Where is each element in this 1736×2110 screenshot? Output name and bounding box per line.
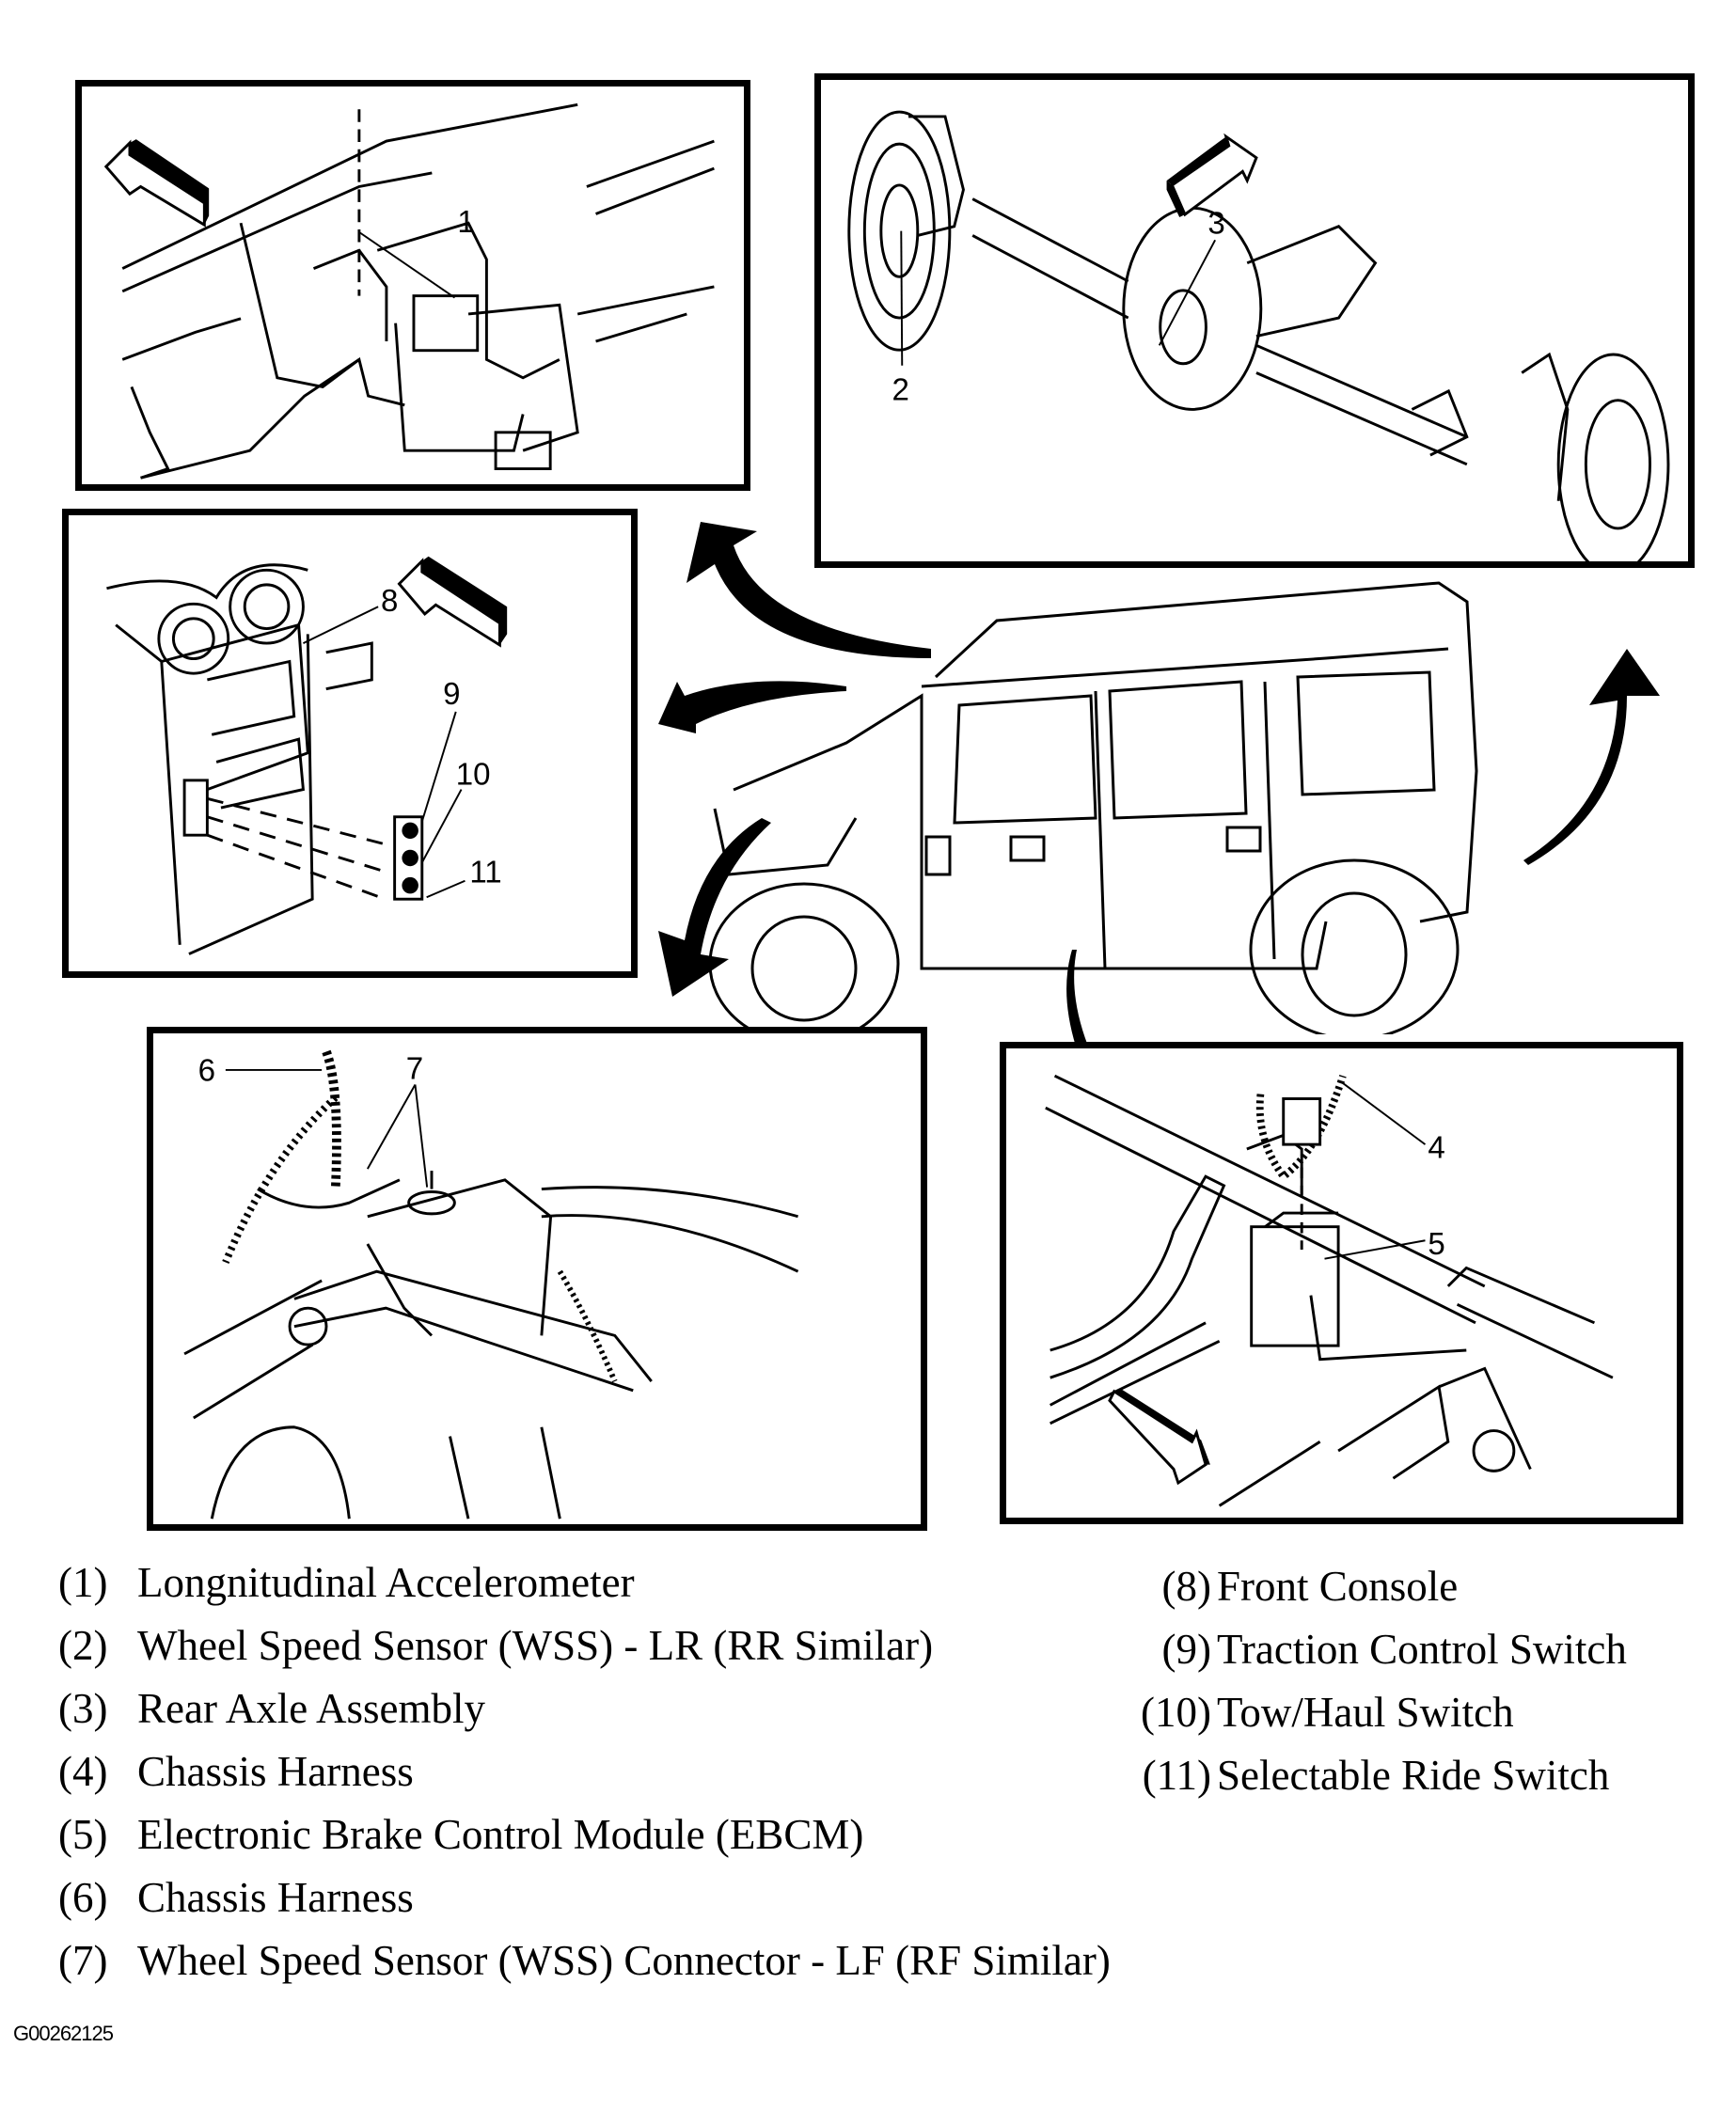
- leader-line-9: [420, 711, 457, 822]
- callout-3: 3: [1207, 207, 1224, 242]
- suspension-structure: [183, 1049, 799, 1520]
- leader-line-8: [303, 606, 379, 644]
- callout-6: 6: [198, 1054, 215, 1089]
- chassis-harness-wire: [1255, 1075, 1347, 1182]
- callout-8: 8: [381, 584, 398, 619]
- callout-11: 11: [469, 856, 501, 890]
- callout-2: 2: [892, 373, 909, 408]
- legend-item: (11)Selectable Ride Switch: [1125, 1744, 1627, 1807]
- leader-line-7b: [414, 1084, 429, 1188]
- leader-line-5: [1324, 1239, 1426, 1260]
- front-door-window: [953, 694, 1097, 825]
- legend-item: (5) Electronic Brake Control Module (EBCM…: [58, 1803, 1111, 1866]
- leader-line-11: [426, 879, 466, 899]
- callout-10: 10: [456, 758, 491, 793]
- legend-item: (1) Longnitudinal Accelerometer: [58, 1551, 1111, 1614]
- legend-right: (8)Front Console (9)Traction Control Swi…: [1125, 1555, 1627, 1807]
- legend-number: (7): [58, 1937, 108, 1984]
- panel-ebcm-frame: 4 5: [1000, 1042, 1683, 1524]
- legend-number: (1): [58, 1559, 108, 1606]
- axle-assembly: [847, 110, 1670, 561]
- console-structure: [106, 563, 373, 955]
- callout-9: 9: [443, 677, 460, 712]
- vehicle-body-side: [733, 693, 1328, 970]
- leader-line-10: [420, 789, 463, 863]
- door-seam: [1263, 681, 1276, 960]
- direction-arrow-icon: [103, 139, 210, 228]
- instrument-panel-structure: [121, 102, 715, 480]
- leader-line-7a: [366, 1084, 417, 1170]
- ebcm-frame-illustration: 4 5: [1045, 1074, 1614, 1507]
- door-handle: [1009, 835, 1046, 862]
- legend-number: (10): [1141, 1689, 1211, 1736]
- door-handle: [924, 835, 952, 876]
- legend-number: (6): [58, 1874, 108, 1921]
- legend-label: Chassis Harness: [137, 1748, 414, 1795]
- legend-label: Rear Axle Assembly: [137, 1685, 485, 1732]
- rear-wheel: [1249, 858, 1460, 1034]
- rear-wheel-hub: [1301, 891, 1408, 1017]
- front-console-illustration: 8 9 10 11: [106, 556, 508, 955]
- callout-7: 7: [406, 1052, 423, 1087]
- legend-number: (2): [58, 1622, 108, 1669]
- legend-label: Wheel Speed Sensor (WSS) Connector - LF …: [137, 1937, 1111, 1984]
- figure-id: G00262125: [13, 2022, 114, 2045]
- legend-item: (10)Tow/Haul Switch: [1125, 1681, 1627, 1744]
- accelerometer-illustration: 1: [103, 102, 715, 480]
- legend-item: (9)Traction Control Switch: [1125, 1618, 1627, 1681]
- front-fender: [713, 808, 858, 876]
- rear-door-window: [1108, 680, 1248, 820]
- legend-label: Tow/Haul Switch: [1217, 1689, 1514, 1736]
- legend-item: (6) Chassis Harness: [58, 1866, 1111, 1929]
- legend-item: (3) Rear Axle Assembly: [58, 1677, 1111, 1740]
- legend-label: Chassis Harness: [137, 1874, 414, 1921]
- legend-label: Longnitudinal Accelerometer: [137, 1559, 635, 1606]
- legend-label: Traction Control Switch: [1217, 1626, 1627, 1673]
- switch-guide-lines: [206, 796, 387, 901]
- legend-item: (4) Chassis Harness: [58, 1740, 1111, 1803]
- legend-label: Front Console: [1217, 1563, 1459, 1610]
- front-wheel: [708, 882, 900, 1034]
- callout-4: 4: [1428, 1131, 1444, 1166]
- legend-label: Selectable Ride Switch: [1217, 1752, 1610, 1799]
- legend-item: (8)Front Console: [1125, 1555, 1627, 1618]
- frame-structure: [1045, 1074, 1614, 1507]
- legend-item: (7) Wheel Speed Sensor (WSS) Connector - …: [58, 1929, 1111, 1992]
- front-suspension-illustration: 6 7: [183, 1049, 799, 1520]
- front-wheel-hub: [750, 915, 858, 1022]
- direction-arrow-icon: [1108, 1388, 1210, 1486]
- rear-quarter-window: [1296, 670, 1436, 796]
- legend-label: Electronic Brake Control Module (EBCM): [137, 1811, 864, 1858]
- leader-line-1: [358, 231, 456, 299]
- legend-number: (9): [1161, 1626, 1211, 1673]
- harness-connector: [1282, 1097, 1322, 1146]
- direction-arrow-icon: [1166, 133, 1258, 218]
- panel-front-suspension: 6 7: [147, 1027, 927, 1531]
- legend-number: (8): [1161, 1563, 1211, 1610]
- door-handle: [1225, 826, 1262, 853]
- door-seam: [1094, 690, 1107, 969]
- panel-front-console: 8 9 10 11: [62, 509, 638, 978]
- legend-number: (5): [58, 1811, 108, 1858]
- legend-number: (4): [58, 1748, 108, 1795]
- rear-axle-illustration: 2 3: [847, 110, 1670, 561]
- direction-arrow-icon: [397, 556, 508, 648]
- switch-bank: [393, 815, 424, 901]
- legend-item: (2) Wheel Speed Sensor (WSS) - LR (RR Sim…: [58, 1614, 1111, 1677]
- legend-left: (1) Longnitudinal Accelerometer (2) Wheel …: [58, 1551, 1111, 1992]
- leader-line-3: [1158, 239, 1217, 346]
- leader-line-2: [900, 230, 904, 366]
- vehicle-body-upper: [934, 581, 1478, 923]
- legend-number: (11): [1142, 1752, 1211, 1799]
- legend-number: (3): [58, 1685, 108, 1732]
- panel-longitudinal-accelerometer: 1: [75, 80, 750, 491]
- legend-label: Wheel Speed Sensor (WSS) - LR (RR Simila…: [137, 1622, 934, 1669]
- vehicle-illustration: [708, 581, 1478, 1034]
- leader-line-4: [1342, 1082, 1427, 1145]
- panel-rear-axle: 2 3: [814, 73, 1695, 568]
- callout-5: 5: [1428, 1227, 1444, 1262]
- roof-line: [921, 647, 1449, 688]
- callout-1: 1: [457, 204, 474, 239]
